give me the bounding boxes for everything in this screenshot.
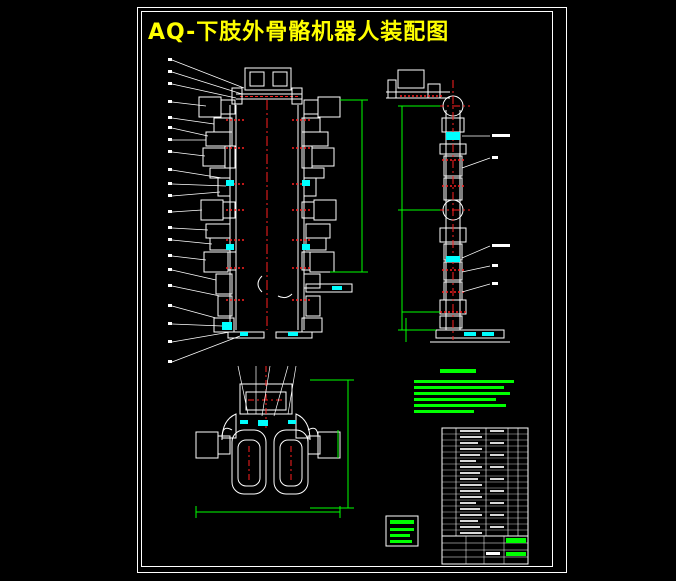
technical-notes — [414, 369, 514, 413]
parts-list — [441, 427, 529, 537]
top-right-motor — [317, 431, 341, 459]
top-right-leg-cuff — [273, 429, 309, 495]
top-leaders — [237, 365, 297, 417]
side-balloon-numbers — [492, 134, 510, 285]
left-knee-motor — [200, 199, 224, 221]
side-red-marks — [400, 95, 466, 313]
top-view — [195, 383, 341, 495]
side-centerline — [436, 80, 470, 340]
side-dimensions — [398, 105, 440, 342]
front-view — [198, 67, 353, 339]
side-view — [386, 69, 510, 343]
left-hip-motor — [198, 96, 222, 118]
side-leaders — [461, 135, 491, 293]
hip-backpack — [244, 67, 292, 91]
front-cyan-joints — [222, 180, 342, 336]
front-dimension — [330, 99, 368, 273]
right-ankle — [301, 317, 323, 333]
top-cyan-joints — [240, 420, 296, 426]
drawing-title: AQ-下肢外骨骼机器人装配图 — [148, 20, 450, 45]
front-balloon-numbers — [168, 58, 172, 363]
side-cyan-joints — [446, 132, 494, 336]
top-centerlines — [248, 366, 292, 482]
approval-block — [385, 515, 419, 547]
title-block — [441, 535, 529, 565]
side-backpack — [397, 69, 425, 89]
front-leaders — [171, 59, 245, 363]
side-foot — [435, 329, 505, 339]
right-knee-motor — [313, 199, 337, 221]
outer-frame — [137, 7, 567, 573]
front-joint-marks — [226, 119, 312, 301]
left-ankle — [213, 317, 235, 333]
inner-frame — [141, 11, 553, 567]
top-left-leg-cuff — [231, 429, 267, 495]
top-dimensions — [195, 379, 354, 518]
top-left-motor — [195, 431, 219, 459]
right-hip-motor — [317, 96, 341, 118]
